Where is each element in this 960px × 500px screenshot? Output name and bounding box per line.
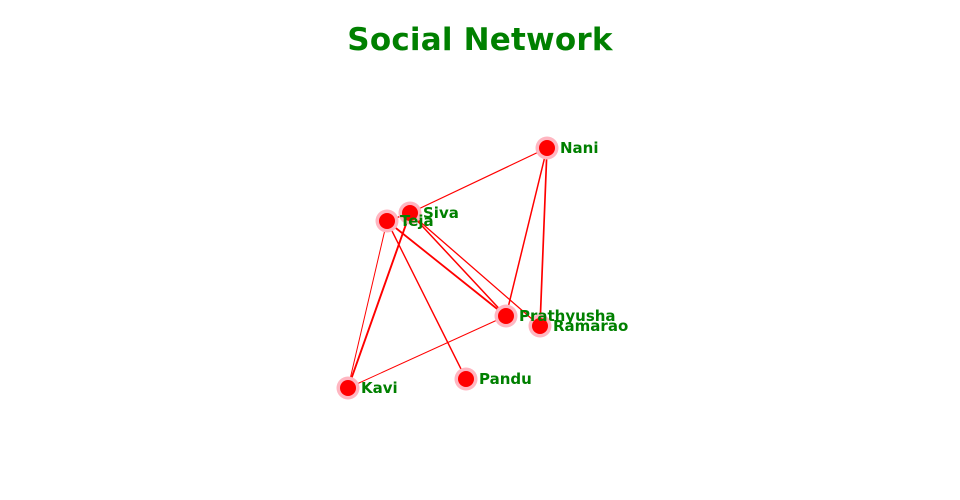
edge-siva-ramarao <box>409 212 541 327</box>
edge-siva-kavi <box>347 212 411 389</box>
diagram-title: Social Network <box>347 22 613 58</box>
node-marker <box>532 318 548 334</box>
nodes-layer <box>336 136 559 400</box>
node-marker <box>458 371 474 387</box>
node-label-ramarao: Ramarao <box>553 317 628 335</box>
node-prathyusha[interactable] <box>494 304 518 328</box>
edge-nani-ramarao <box>539 147 548 327</box>
node-marker <box>498 308 514 324</box>
node-teja[interactable] <box>375 209 399 233</box>
edge-nani-prathyusha <box>505 147 548 317</box>
node-marker <box>539 140 555 156</box>
node-label-kavi: Kavi <box>361 379 398 397</box>
edge-siva-prathyusha <box>409 212 507 317</box>
node-marker <box>340 380 356 396</box>
node-ramarao[interactable] <box>528 314 552 338</box>
edge-teja-prathyusha <box>386 220 507 317</box>
node-label-teja: Teja <box>400 212 434 230</box>
node-label-nani: Nani <box>560 139 599 157</box>
edges-layer <box>347 147 548 389</box>
node-siva[interactable] <box>398 201 422 225</box>
node-kavi[interactable] <box>336 376 360 400</box>
edge-nani-siva <box>409 147 548 214</box>
node-marker <box>379 213 395 229</box>
node-label-pandu: Pandu <box>479 370 532 388</box>
edge-teja-kavi <box>347 220 388 389</box>
node-label-prathyusha: Prathyusha <box>519 307 616 325</box>
node-marker <box>402 205 418 221</box>
node-label-siva: Siva <box>423 204 459 222</box>
edge-teja-pandu <box>386 220 467 380</box>
node-pandu[interactable] <box>454 367 478 391</box>
edge-kavi-prathyusha <box>347 315 507 389</box>
node-nani[interactable] <box>535 136 559 160</box>
